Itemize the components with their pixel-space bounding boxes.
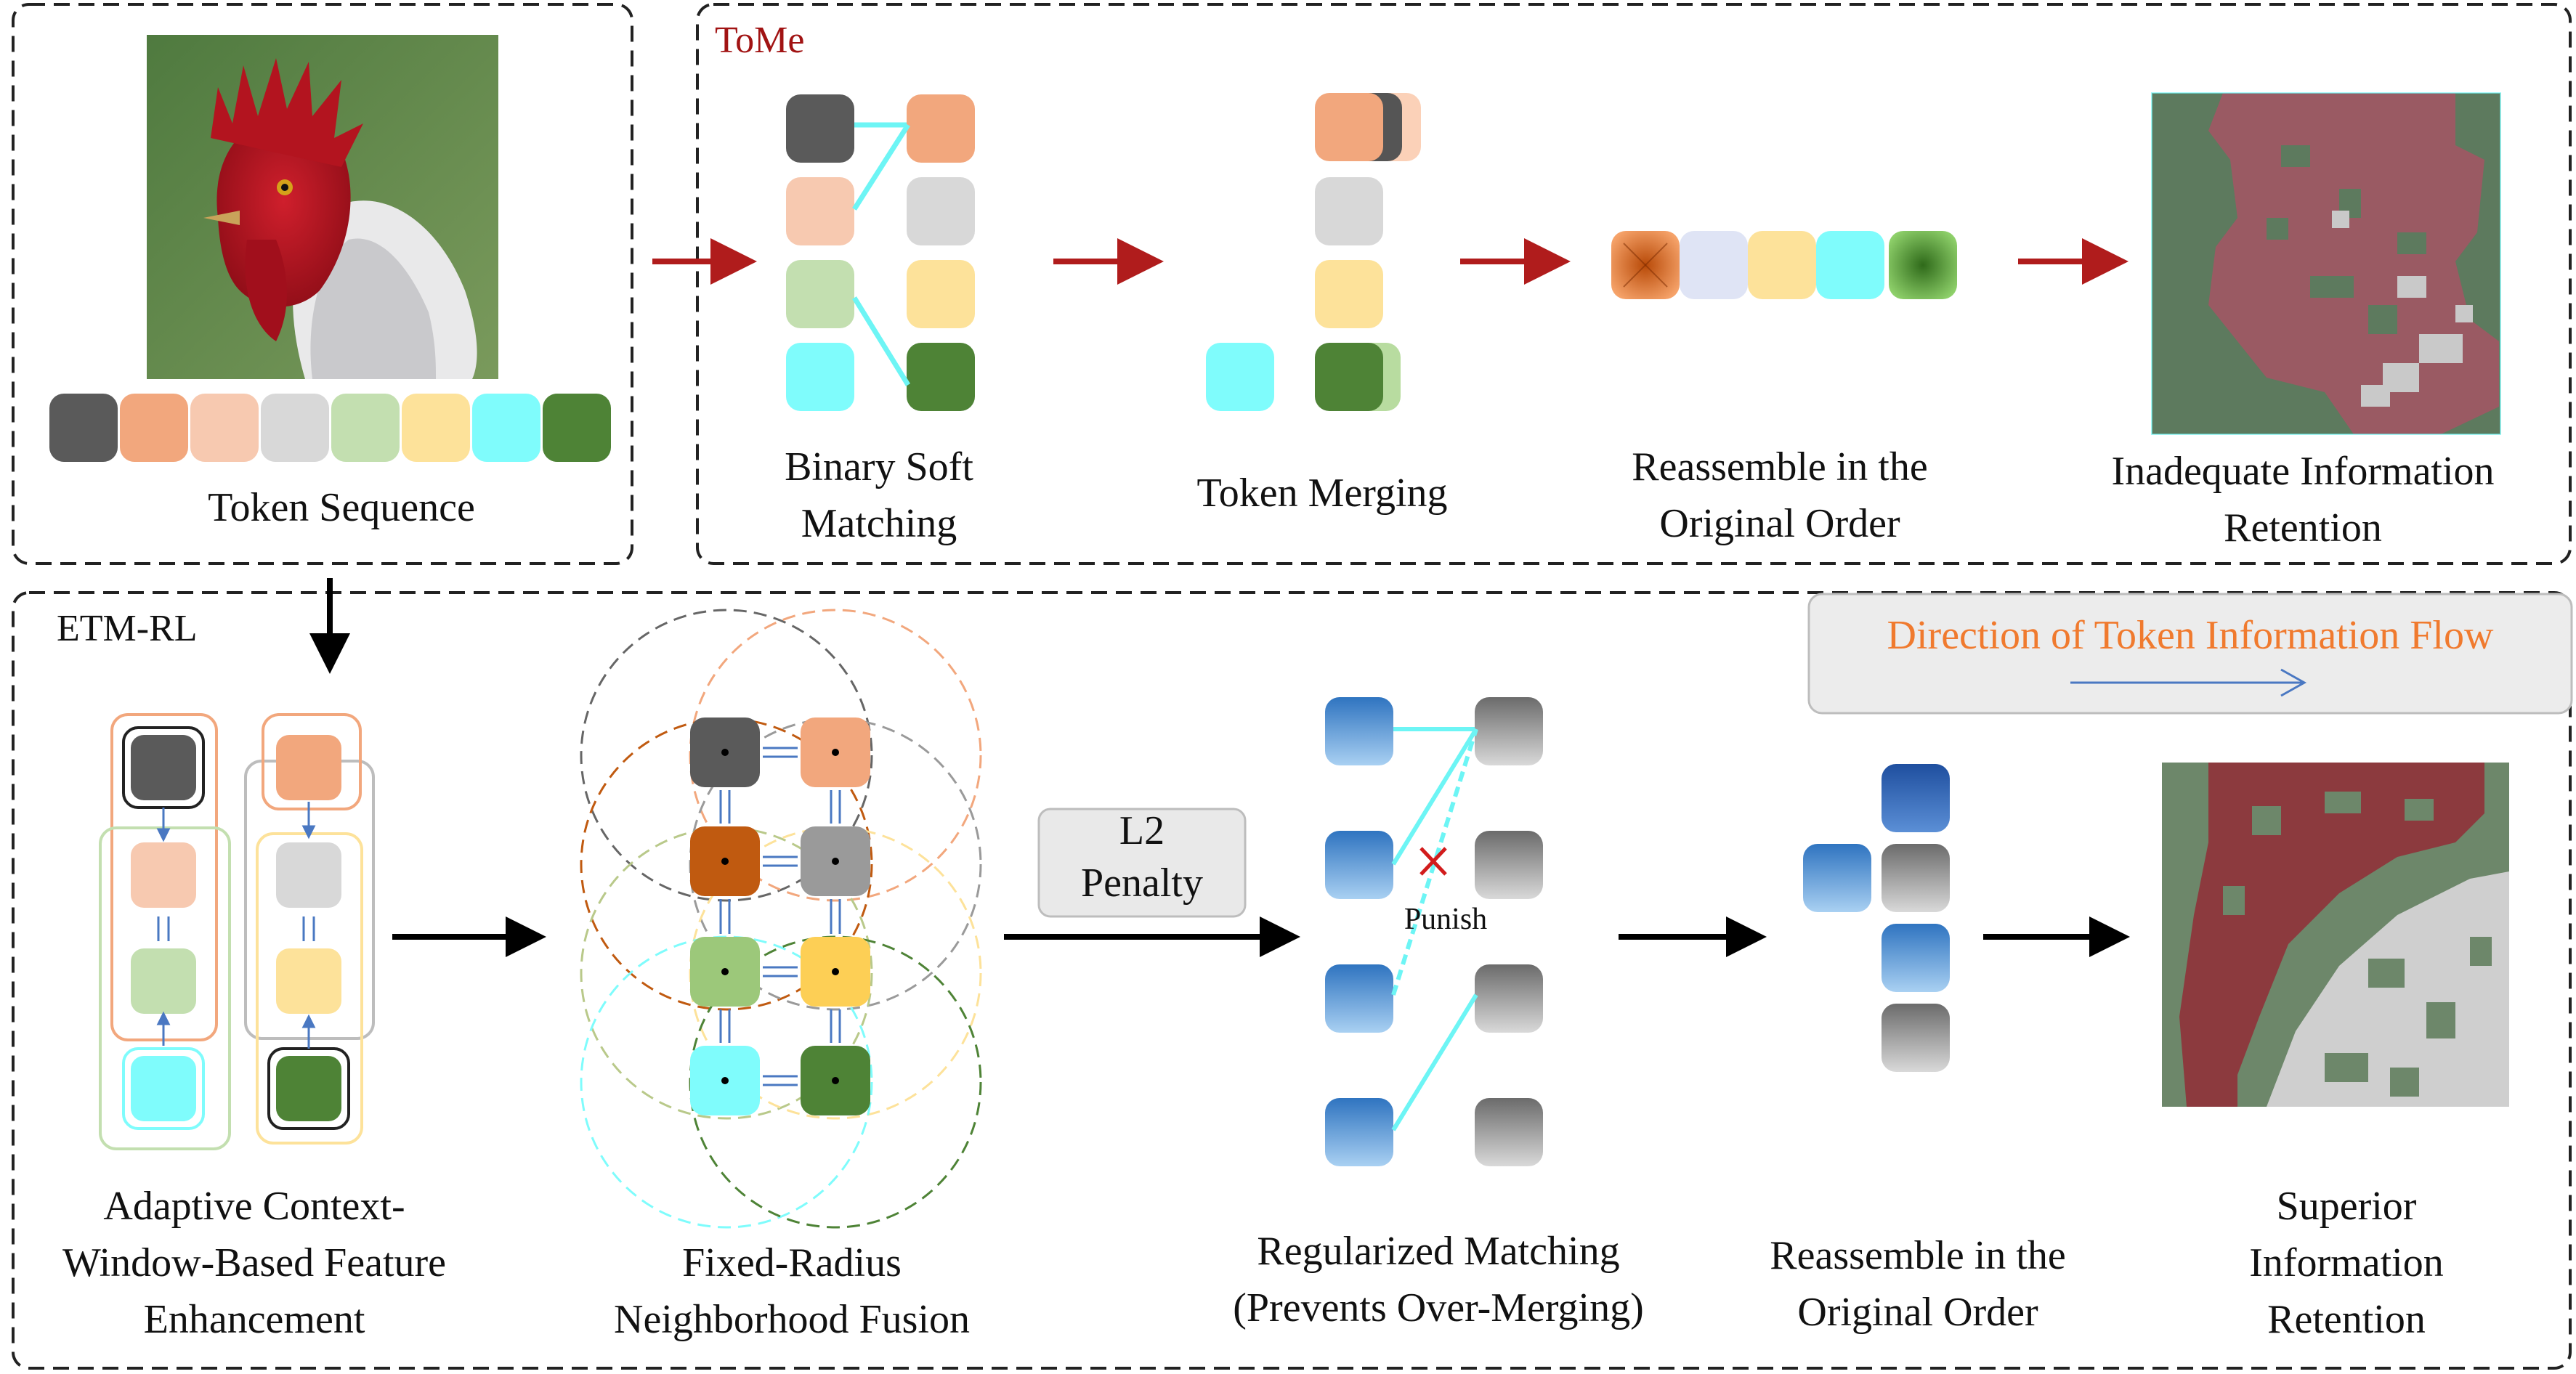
regularized-matching [1325,697,1543,1166]
token-sequence-frame [12,3,633,565]
inadequate-retention-label: Inadequate Information Retention [2111,449,2495,550]
token-b1 [907,94,975,163]
etm-reassembled-tokens [1803,764,1950,1072]
token-sequence-label: Token Sequence [208,485,475,530]
token-sequence-bar [49,394,611,462]
token-b2 [907,177,975,245]
regularized-match-2 [1391,728,1478,866]
sequence-token [120,394,188,462]
punish-label: Punish [1404,903,1488,936]
token-merging-label: Token Merging [1196,471,1448,516]
sequence-token [49,394,118,462]
tome-reassembled-tokens [1611,231,1957,299]
sequence-token [261,394,329,462]
token-merging [1206,93,1421,411]
binary-soft-matching-label: Binary Soft Matching [785,444,973,546]
superior-retention-mask [2162,763,2509,1107]
adaptive-label: Adaptive Context- Window-Based Feature E… [62,1184,447,1342]
token-a3 [786,260,854,328]
superior-retention-label: Superior Information Retention [2249,1184,2444,1342]
punish-cross-icon [1419,847,1447,876]
l2-penalty-box [1037,808,1247,918]
sequence-token [543,394,611,462]
regularized-label: Regularized Matching (Prevents Over-Merg… [1233,1229,1644,1330]
l2-penalty-label: L2 Penalty [1081,808,1203,906]
etm-reassemble-label: Reassemble in the Original Order [1770,1233,2066,1335]
tome-title: ToMe [715,20,804,61]
match-line-3 [852,296,910,386]
adaptive-context-window [99,713,375,1150]
inadequate-retention-mask [2151,92,2501,435]
sequence-token [402,394,470,462]
sequence-token [190,394,259,462]
token-a4 [786,343,854,411]
binary-soft-matching [786,94,975,411]
token-b4 [907,343,975,411]
etm-rl-frame [12,591,2572,1370]
tome-frame [696,3,2572,565]
tome-reassemble-label: Reassemble in the Original Order [1632,444,1928,546]
fixed-radius-label: Fixed-Radius Neighborhood Fusion [614,1240,970,1342]
token-a2 [786,177,854,245]
sequence-token [472,394,540,462]
fixed-radius-fusion [580,609,982,1229]
token-b3 [907,260,975,328]
flow-direction-legend [1807,593,2573,715]
etm-title: ETM-RL [57,608,198,649]
legend-text: Direction of Token Information Flow [1887,613,2494,658]
regularized-match-punished [1391,728,1478,996]
sequence-token [331,394,400,462]
regularized-match-3 [1391,993,1478,1131]
token-a1 [786,94,854,163]
rooster-image [147,35,498,379]
match-line-2 [852,123,910,211]
